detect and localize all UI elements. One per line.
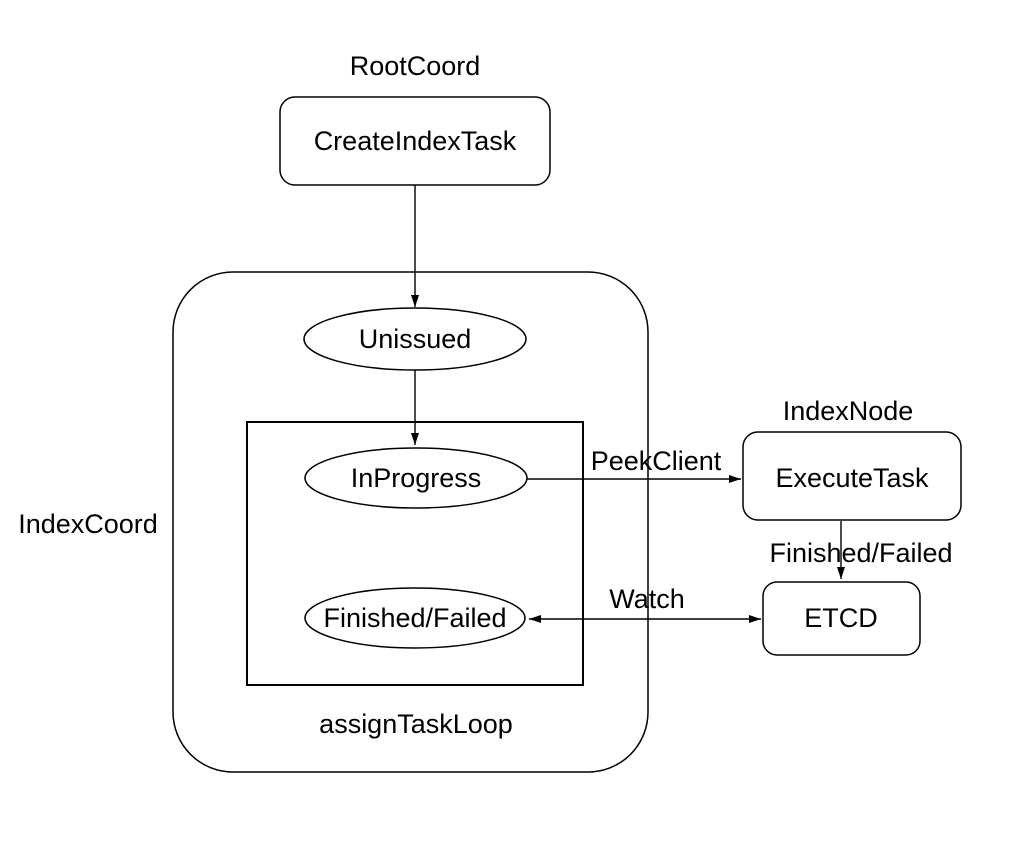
index-coord-title: IndexCoord — [18, 509, 158, 539]
execute-task-label: ExecuteTask — [775, 463, 929, 493]
peek-client-edge-label: PeekClient — [591, 446, 722, 476]
finished-failed-edge-label: Finished/Failed — [769, 538, 952, 568]
assign-task-loop-box — [246, 421, 584, 686]
finished-failed-state-node — [304, 587, 526, 649]
inprogress-state-node — [304, 447, 528, 509]
etcd-node — [762, 581, 921, 656]
finished-failed-state-label: Finished/Failed — [323, 603, 506, 633]
execute-task-node — [742, 431, 962, 521]
assign-task-loop-label: assignTaskLoop — [319, 709, 513, 739]
watch-edge-label: Watch — [609, 584, 685, 614]
unissued-state-label: Unissued — [359, 324, 472, 354]
inprogress-state-label: InProgress — [351, 463, 482, 493]
index-coord-container — [172, 271, 649, 773]
index-node-title: IndexNode — [783, 396, 914, 426]
etcd-label: ETCD — [804, 603, 878, 633]
rootcoord-title: RootCoord — [350, 51, 481, 81]
create-index-task-label: CreateIndexTask — [314, 126, 517, 156]
